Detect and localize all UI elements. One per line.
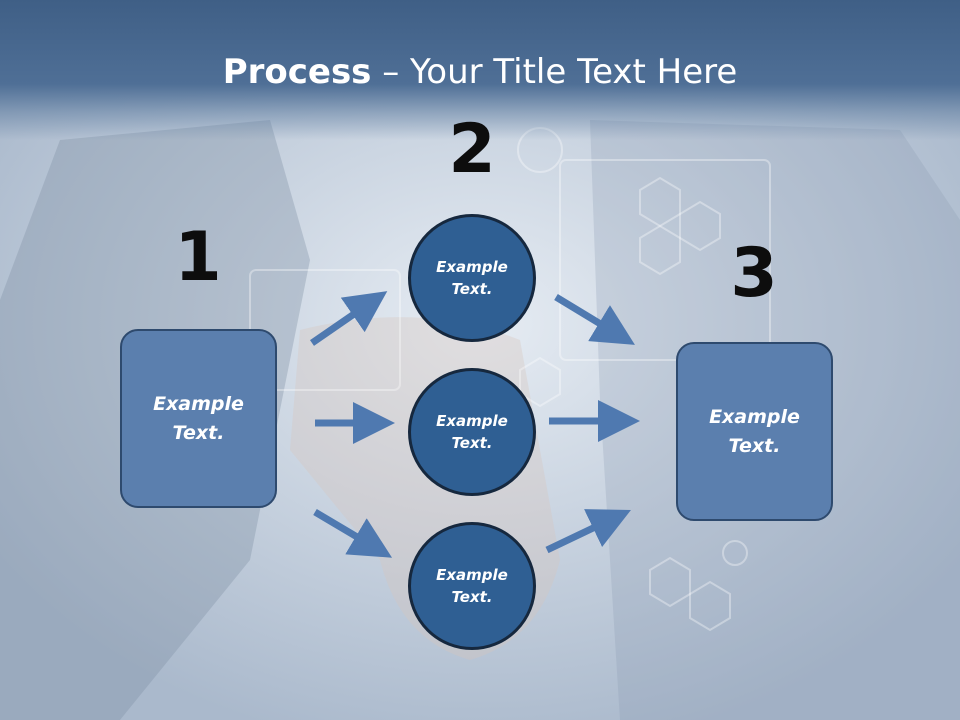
title-bold: Process <box>222 52 372 92</box>
arrow-top-to-right <box>554 294 635 345</box>
title-rest: – Your Title Text Here <box>371 52 738 92</box>
circle-top-label: Example Text. <box>436 257 508 299</box>
right-box-label: Example Text. <box>709 406 800 457</box>
left-process-box: Example Text. <box>120 329 277 508</box>
circle-middle-label: Example Text. <box>436 411 508 453</box>
arrow-left-to-bottom <box>313 508 393 558</box>
right-process-box: Example Text. <box>676 342 833 521</box>
arrow-bottom-to-right <box>545 509 631 554</box>
title-bar <box>0 0 960 140</box>
step-number-1: 1 <box>174 218 222 297</box>
slide-title: Process – Your Title Text Here <box>0 52 960 92</box>
circle-bottom-label: Example Text. <box>436 565 508 607</box>
circle-top: Example Text. <box>408 214 536 342</box>
step-number-3: 3 <box>730 234 778 313</box>
left-box-label: Example Text. <box>153 393 244 444</box>
step-number-2: 2 <box>448 110 496 189</box>
circle-middle: Example Text. <box>408 368 536 496</box>
arrow-left-to-top <box>310 291 388 346</box>
circle-bottom: Example Text. <box>408 522 536 650</box>
